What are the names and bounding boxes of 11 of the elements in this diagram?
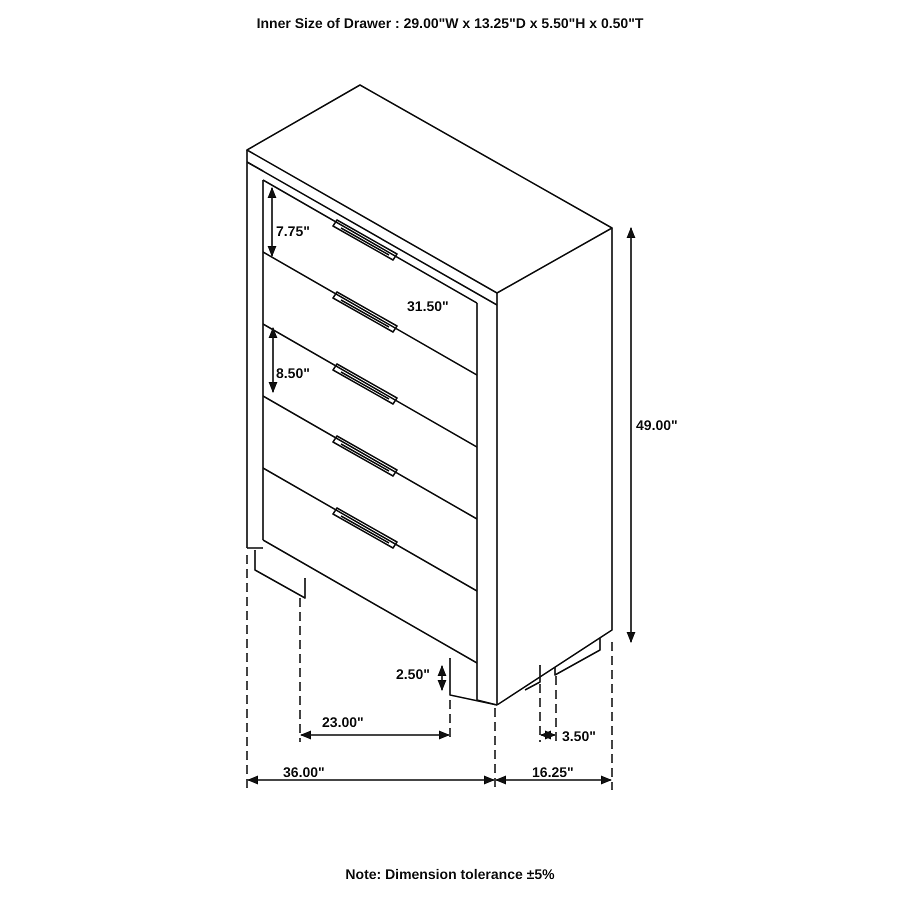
dimension-label: 49.00" <box>636 417 678 433</box>
dimension-label: 36.00" <box>283 764 325 780</box>
dimension-label: 16.25" <box>532 764 574 780</box>
dimension-label: 23.00" <box>322 714 364 730</box>
note: Note: Dimension tolerance ±5% <box>344 866 556 882</box>
dimension-label: 2.50" <box>396 666 430 682</box>
title: Inner Size of Drawer : 29.00"W x 13.25"D x 5.50"H x 0.50"T <box>256 15 644 31</box>
dimension-label: 3.50" <box>562 728 596 744</box>
dimension-label: 31.50" <box>407 298 449 314</box>
dimension-label: 8.50" <box>276 365 310 381</box>
dimension-label: 7.75" <box>276 223 310 239</box>
